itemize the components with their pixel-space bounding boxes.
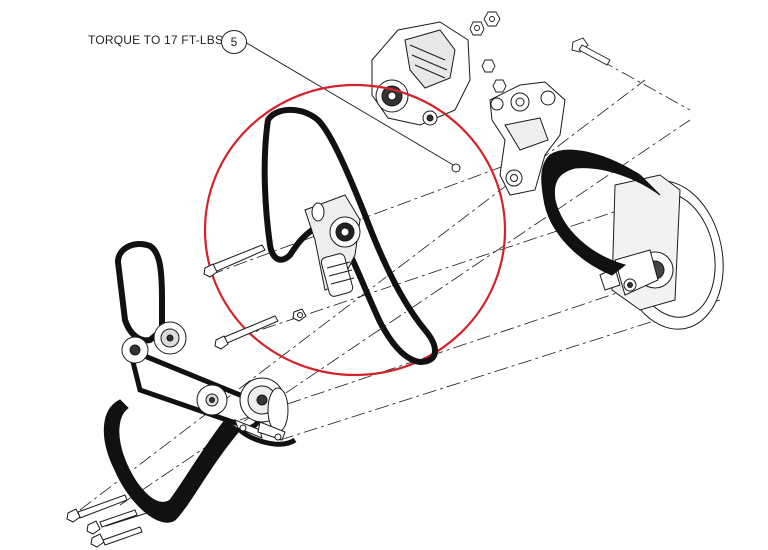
serpentine-belt-main bbox=[261, 106, 438, 366]
belt-edge bbox=[271, 113, 430, 357]
alternator-icon bbox=[371, 21, 471, 126]
hardware-nuts bbox=[469, 11, 507, 93]
belt-tensioner-icon bbox=[304, 194, 361, 297]
mounting-bolt bbox=[571, 37, 611, 66]
pump-belt bbox=[541, 149, 661, 276]
water-pump-icon bbox=[599, 174, 724, 330]
alignment-lines bbox=[79, 59, 721, 511]
red-circle-highlight bbox=[203, 83, 507, 377]
torque-callout-label: TORQUE TO 17 FT-LBS bbox=[88, 33, 224, 47]
idler-pulleys bbox=[121, 321, 289, 441]
callout-number-badge: 5 bbox=[221, 30, 247, 54]
pulley-bolts bbox=[66, 494, 151, 548]
callout-leader-line bbox=[244, 41, 456, 167]
tensioner-bolts bbox=[203, 163, 461, 350]
mounting-bracket bbox=[489, 81, 566, 196]
